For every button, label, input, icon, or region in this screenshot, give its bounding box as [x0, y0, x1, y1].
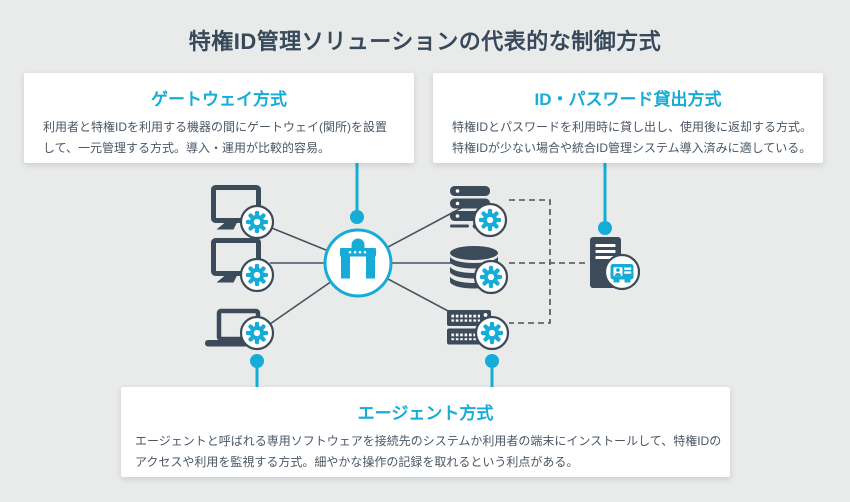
method-card-agent: エージェント方式 エージェントと呼ばれる専用ソフトウェアを接続先のシステムか利用…	[121, 387, 730, 477]
method-desc-line: アクセスや利用を監視する方式。細やかな操作の記録を取れるという利点がある。	[135, 455, 579, 469]
id-card-badge	[603, 253, 641, 291]
gear-badge	[476, 317, 508, 349]
gear-badge	[241, 317, 273, 349]
gear-badge	[475, 261, 507, 293]
method-desc-line: エージェントと呼ばれる専用ソフトウェアを接続先のシステムか利用者の端末にインスト…	[135, 434, 722, 448]
callout-connector-dots	[250, 210, 612, 368]
method-card-id-password: ID・パスワード貸出方式 特権IDとパスワードを利用時に貸し出し、使用後に返却す…	[433, 73, 823, 163]
page-title: 特権ID管理ソリューションの代表的な制御方式	[188, 29, 662, 54]
method-desc-line: して、一元管理する方式。導入・運用が比較的容易。	[43, 141, 331, 155]
callout-connector-lines	[255, 163, 607, 389]
method-desc-line: 特権IDとパスワードを利用時に貸し出し、使用後に返却する方式。	[452, 120, 813, 134]
method-title-agent: エージェント方式	[357, 404, 494, 423]
gear-badge	[241, 259, 273, 291]
id-card-icon	[610, 264, 634, 283]
security-gate-icon	[340, 238, 376, 279]
method-card-gateway: ゲートウェイ方式 利用者と特権IDを利用する機器の間にゲートウェイ(関所)を設置…	[24, 73, 414, 163]
method-desc-line: 特権IDが少ない場合や統合ID管理システム導入済みに適している。	[452, 141, 812, 155]
gear-badge	[474, 204, 506, 236]
gateway-node	[323, 228, 393, 298]
method-title-id-password: ID・パスワード貸出方式	[534, 90, 722, 109]
method-title-gateway: ゲートウェイ方式	[151, 90, 287, 109]
method-desc-line: 利用者と特権IDを利用する機器の間にゲートウェイ(関所)を設置	[43, 120, 387, 134]
dashed-connector-lines	[509, 199, 589, 324]
gear-badge	[241, 206, 273, 238]
